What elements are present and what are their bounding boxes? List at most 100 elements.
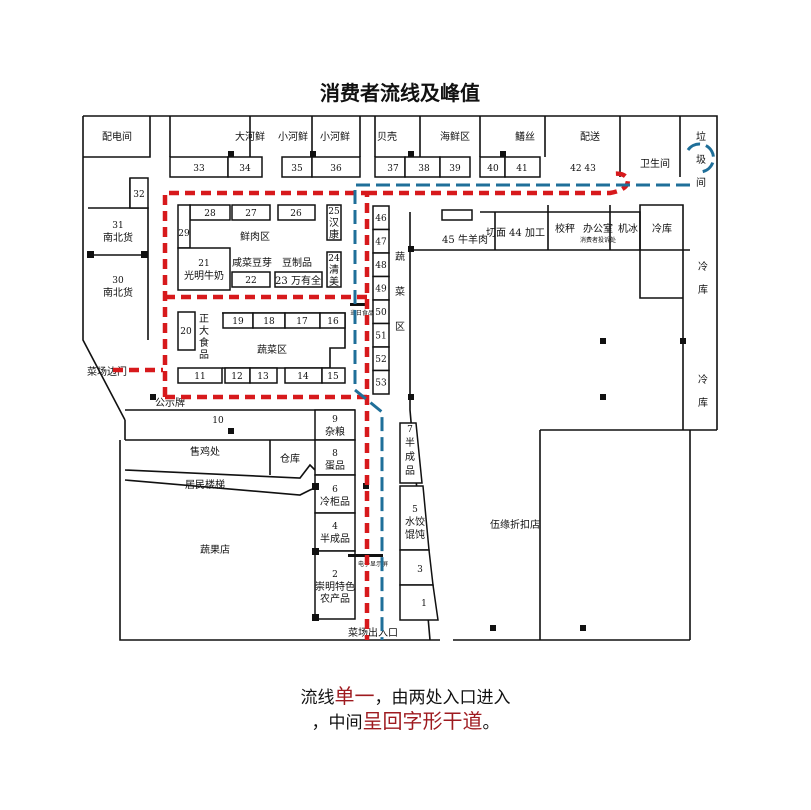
stall-24-name-2: 美 bbox=[329, 275, 339, 288]
caption-text: ，由两处入口进入 bbox=[374, 688, 511, 708]
stall-12: 12 bbox=[231, 372, 242, 382]
stall-41: 41 bbox=[516, 164, 527, 174]
stall-32: 32 bbox=[133, 190, 144, 200]
room-cold-storage-1: 冷库 bbox=[652, 222, 672, 235]
stall-33: 33 bbox=[193, 164, 205, 174]
stall-20-name-3: 食 bbox=[199, 336, 209, 349]
room-small-river-fresh-1: 小河鲜 bbox=[278, 130, 308, 143]
stall-20: 20 bbox=[180, 327, 192, 337]
room-chicken: 售鸡处 bbox=[190, 445, 220, 458]
room-cold-storage-2a: 冷 bbox=[698, 260, 708, 273]
stall-9-name: 杂粮 bbox=[325, 425, 345, 438]
label-pickles: 咸菜豆芽 bbox=[232, 256, 272, 269]
label-today-food: 当日食品 bbox=[350, 309, 374, 317]
stall-6: 6 bbox=[332, 485, 338, 495]
stall-13: 13 bbox=[257, 372, 269, 382]
plan-title: 消费者流线及峰值 bbox=[320, 81, 480, 105]
room-discount-store: 伍缘折扣店 bbox=[490, 518, 540, 531]
caption-text: ，中间 bbox=[311, 713, 363, 733]
stall-16: 16 bbox=[327, 317, 339, 327]
stall-26: 26 bbox=[290, 209, 302, 219]
stall-30: 30 bbox=[112, 276, 124, 286]
stall-28: 28 bbox=[204, 209, 216, 219]
stall-27: 27 bbox=[245, 209, 257, 219]
room-cold-storage-3a: 冷 bbox=[698, 373, 708, 386]
room-complaints: 消费者投诉处 bbox=[580, 236, 616, 244]
stall-2-name: 崇明特色 bbox=[315, 580, 355, 593]
room-garbage-1: 垃 bbox=[696, 130, 706, 143]
label-resident-stairs: 居民楼梯 bbox=[185, 478, 225, 491]
label-display-screen: 电子显示屏 bbox=[358, 560, 388, 568]
room-power: 配电间 bbox=[102, 130, 132, 143]
caption-highlight: 单一 bbox=[334, 684, 375, 708]
right-veg-zone-1: 蔬 bbox=[395, 251, 405, 263]
right-bottom-stalls bbox=[399, 422, 439, 621]
stall-21: 21 bbox=[198, 259, 209, 269]
stall-37: 37 bbox=[387, 164, 399, 174]
stall-15: 15 bbox=[327, 372, 339, 382]
stall-6-name: 冷柜品 bbox=[320, 495, 350, 508]
stall-20-name-1: 正 bbox=[199, 314, 209, 325]
stall-21-name: 光明牛奶 bbox=[184, 269, 224, 282]
stall-31: 31 bbox=[112, 221, 123, 231]
stall-9: 9 bbox=[332, 415, 338, 425]
stall-35: 35 bbox=[291, 164, 303, 174]
room-beef-mutton: 45 牛羊肉 bbox=[442, 233, 488, 246]
caption-line-2: ，中间呈回字形干道。 bbox=[0, 705, 811, 734]
room-noodle: 切面 bbox=[486, 227, 506, 239]
caption-line-1: 流线单一，由两处入口进入 bbox=[0, 680, 811, 709]
label-main-entrance: 菜场出入口 bbox=[348, 626, 398, 639]
room-warehouse: 仓库 bbox=[280, 452, 300, 465]
stall-25-name-1: 汉 bbox=[329, 217, 339, 229]
room-toilet: 卫生间 bbox=[640, 157, 670, 170]
stall-1: 1 bbox=[421, 599, 427, 609]
stall-8-name: 蛋品 bbox=[325, 460, 345, 472]
meat-block bbox=[177, 204, 342, 291]
stall-24-name-1: 清 bbox=[329, 263, 339, 276]
veg-block bbox=[177, 311, 346, 384]
stall-23: 23 万有全 bbox=[275, 274, 321, 287]
stall-4-name: 半成品 bbox=[320, 532, 350, 545]
room-ice: 机冰 bbox=[618, 222, 638, 235]
room-big-river-fresh: 大河鲜 bbox=[235, 130, 265, 143]
room-cold-storage-2b: 库 bbox=[698, 283, 708, 296]
stall-52: 52 bbox=[375, 355, 386, 365]
stall-53: 53 bbox=[375, 379, 387, 389]
stall-38: 38 bbox=[418, 164, 430, 174]
room-seafood: 海鲜区 bbox=[440, 130, 470, 143]
stall-20-name-2: 大 bbox=[199, 324, 209, 337]
route-blue-loop bbox=[686, 142, 715, 174]
caption-text: 流线 bbox=[300, 688, 335, 708]
stall-48: 48 bbox=[375, 261, 387, 271]
room-garbage-2: 圾 bbox=[696, 154, 706, 166]
stall-39: 39 bbox=[449, 164, 461, 174]
room-eel: 鳝丝 bbox=[515, 130, 535, 143]
room-processing: 44 加工 bbox=[509, 227, 545, 239]
top-stall-row bbox=[169, 156, 541, 178]
room-cold-storage-3b: 库 bbox=[698, 396, 708, 409]
stall-29: 29 bbox=[178, 229, 190, 239]
stall-10: 10 bbox=[212, 416, 224, 426]
bottom-stalls bbox=[314, 409, 356, 620]
stall-3: 3 bbox=[417, 565, 423, 575]
stall-7: 7 bbox=[407, 425, 413, 435]
stall-51: 51 bbox=[375, 332, 386, 342]
room-delivery: 配送 bbox=[580, 130, 600, 143]
stall-31-name: 南北货 bbox=[103, 231, 133, 244]
stall-40: 40 bbox=[487, 164, 499, 174]
right-veg-zone-2: 菜 bbox=[395, 286, 405, 298]
stall-5: 5 bbox=[412, 505, 418, 515]
stall-24: 24 bbox=[328, 254, 340, 264]
stall-8: 8 bbox=[332, 449, 338, 459]
stall-5-name2: 馄饨 bbox=[405, 528, 425, 541]
room-scale: 校秤 bbox=[555, 222, 575, 235]
stall-5-name: 水饺 bbox=[405, 515, 425, 528]
stall-4: 4 bbox=[332, 522, 338, 532]
room-fruit-shop: 蔬果店 bbox=[200, 543, 230, 556]
stall-19: 19 bbox=[232, 317, 244, 327]
zone-fresh-meat: 鲜肉区 bbox=[240, 230, 270, 243]
zone-vegetable: 蔬菜区 bbox=[257, 344, 287, 356]
column-stall-box bbox=[372, 369, 390, 395]
